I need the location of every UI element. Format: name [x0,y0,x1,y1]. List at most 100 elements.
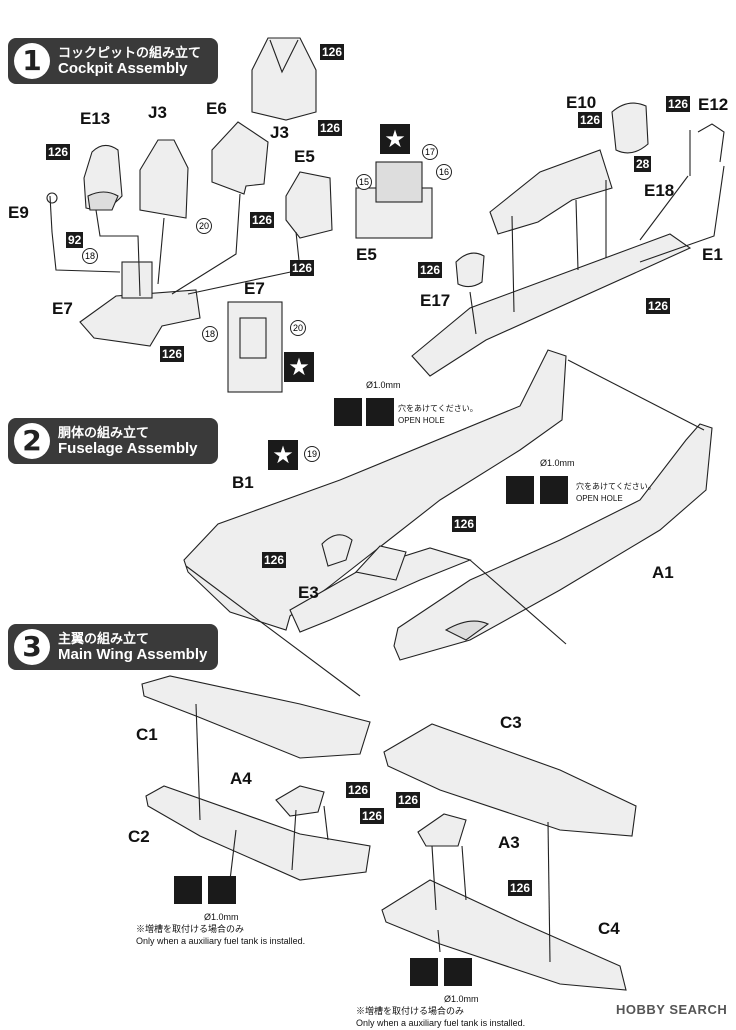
color-badge-126: 126 [290,260,315,276]
e6-part [211,121,269,195]
part-label-a3: A3 [498,833,520,852]
part-label-e1: E1 [702,245,723,264]
step-2-title-jp: 胴体の組み立て [58,426,150,441]
color-badge-126: 126 [452,516,477,532]
c3-wing-upper [383,723,637,837]
a3-part [417,813,467,847]
part-label-b1: B1 [232,473,254,492]
callout-18: 18 [82,248,98,264]
decal-star-icon: ★ [284,352,314,382]
a4-part [275,785,325,817]
color-badge-92: 92 [66,232,84,248]
a1-fuselage-half [393,423,713,661]
step-3-header: 3 主翼の組み立て Main Wing Assembly [8,624,218,670]
color-badge-28: 28 [634,156,652,172]
step-2-title-en: Fuselage Assembly [58,440,198,457]
c4-wing-lower [381,879,627,991]
drill-diameter: Ø1.0mm [444,994,479,1004]
e1-cockpit-tub [489,149,613,235]
color-badge-126: 126 [646,298,671,314]
drill-icon [410,958,438,986]
open-hole-jp: 穴をあけてください。 [398,404,478,413]
part-label-j3: J3 [148,103,167,122]
fuel-tank-note-en: Only when a auxiliary fuel tank is insta… [136,936,306,946]
step-1-number: 1 [14,43,50,79]
fuel-tank-note-en: Only when a auxiliary fuel tank is insta… [356,1018,526,1028]
callout-18: 18 [202,326,218,342]
step-1-header: 1 コックピットの組み立て Cockpit Assembly [8,38,218,84]
knife-icon [208,876,236,904]
e1-floor [411,233,692,377]
color-badge-126: 126 [666,96,691,112]
color-badge-126: 126 [346,782,371,798]
part-label-e13: E13 [80,109,111,128]
step-2-number: 2 [14,423,50,459]
decal-star-icon: ★ [380,124,410,154]
j3-armor-render [251,37,317,121]
drill-icon [334,398,362,426]
step-3-title-jp: 主翼の組み立て [58,632,150,647]
callout-17: 17 [422,144,438,160]
callout-16: 16 [436,164,452,180]
c1-wing-upper [141,675,371,759]
part-label-e6: E6 [206,99,227,118]
part-label-a1: A1 [652,563,674,582]
callout-15: 15 [356,174,372,190]
j3-plate [139,139,189,219]
open-hole-jp: 穴をあけてください。 [576,482,656,491]
e3-armor [321,534,353,567]
e17-seat [455,252,485,288]
knife-icon [444,958,472,986]
drill-diameter: Ø1.0mm [204,912,239,922]
part-label-c3: C3 [500,713,522,732]
drill-diameter: Ø1.0mm [366,380,401,390]
color-badge-126: 126 [418,262,443,278]
part-label-a4: A4 [230,769,252,788]
part-label-e7: E7 [52,299,73,318]
color-badge-126: 126 [262,552,287,568]
part-label-e18: E18 [644,181,675,200]
decal-star-icon: ★ [268,440,298,470]
part-label-c2: C2 [128,827,150,846]
part-label-e17: E17 [420,291,451,310]
part-label-e12: E12 [698,95,729,114]
part-label-j3-top: J3 [270,123,289,142]
open-hole-en: OPEN HOLE [576,494,623,503]
color-badge-126: 126 [318,120,343,136]
color-badge-126: 126 [396,792,421,808]
step-1-title-en: Cockpit Assembly [58,60,188,77]
color-badge-126: 126 [578,112,603,128]
part-label-e3: E3 [298,583,319,602]
e10-seat [611,102,649,154]
color-badge-126: 126 [46,144,71,160]
step-3-title-en: Main Wing Assembly [58,646,208,663]
fuel-tank-note-jp: ※増槽を取付ける場合のみ [136,924,245,934]
open-hole-en: OPEN HOLE [398,416,445,425]
drill-diameter: Ø1.0mm [540,458,575,468]
part-label-c1: C1 [136,725,158,744]
watermark-logo: HOBBY SEARCH [616,1002,728,1017]
fuel-tank-note-jp: ※増槽を取付ける場合のみ [356,1006,465,1016]
color-badge-126: 126 [320,44,345,60]
color-badge-126: 126 [360,808,385,824]
callout-19: 19 [304,446,320,462]
callout-20: 20 [196,218,212,234]
part-label-e5-detail: E5 [356,245,377,264]
part-label-e5: E5 [294,147,315,166]
step-2-header: 2 胴体の組み立て Fuselage Assembly [8,418,218,464]
c2-wing-lower [145,785,371,881]
part-label-c4: C4 [598,919,620,938]
part-label-e10: E10 [566,93,597,112]
e5-part [285,171,333,239]
color-badge-126: 126 [508,880,533,896]
knife-icon [366,398,394,426]
callout-20: 20 [290,320,306,336]
drill-icon [506,476,534,504]
e7-detail [227,301,283,393]
part-label-e9: E9 [8,203,29,222]
drill-icon [174,876,202,904]
color-badge-126: 126 [160,346,185,362]
color-badge-126: 126 [250,212,275,228]
step-3-number: 3 [14,629,50,665]
